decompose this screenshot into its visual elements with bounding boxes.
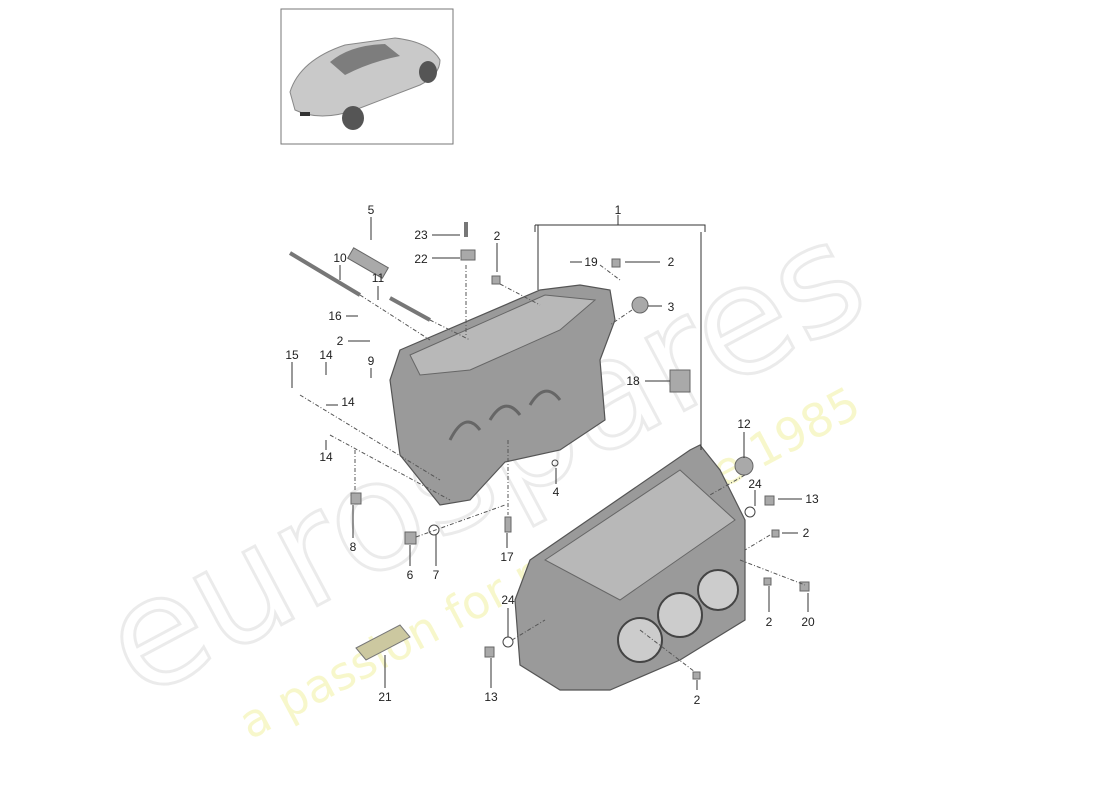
- callout-18[interactable]: 18: [626, 374, 640, 388]
- callout-16[interactable]: 16: [328, 309, 342, 323]
- callout-2[interactable]: 2: [337, 334, 344, 348]
- callout-24[interactable]: 24: [501, 593, 515, 607]
- callout-9[interactable]: 9: [368, 354, 375, 368]
- callout-8[interactable]: 8: [350, 540, 357, 554]
- leader-lines: [291, 215, 809, 690]
- callout-labels: 1 2 2 3 5 23 22 19 10 11 16 2 9 14 15 14…: [285, 203, 819, 707]
- callout-2[interactable]: 2: [694, 693, 701, 707]
- callout-2[interactable]: 2: [803, 526, 810, 540]
- lower-crankcase: [514, 444, 746, 691]
- callout-19[interactable]: 19: [584, 255, 598, 269]
- callout-14[interactable]: 14: [319, 348, 333, 362]
- callout-1[interactable]: 1: [615, 203, 622, 217]
- callout-2[interactable]: 2: [766, 615, 773, 629]
- callout-14[interactable]: 14: [319, 450, 333, 464]
- callout-13[interactable]: 13: [805, 492, 819, 506]
- callout-20[interactable]: 20: [801, 615, 815, 629]
- callout-15[interactable]: 15: [285, 348, 299, 362]
- callout-14[interactable]: 14: [341, 395, 355, 409]
- callout-5[interactable]: 5: [368, 203, 375, 217]
- callout-12[interactable]: 12: [737, 417, 751, 431]
- guide-lines: [299, 264, 806, 673]
- callout-13[interactable]: 13: [484, 690, 498, 704]
- callout-6[interactable]: 6: [407, 568, 414, 582]
- callout-23[interactable]: 23: [414, 228, 428, 242]
- callout-17[interactable]: 17: [500, 550, 514, 564]
- callout-22[interactable]: 22: [414, 252, 428, 266]
- callout-10[interactable]: 10: [333, 251, 347, 265]
- callout-11[interactable]: 11: [372, 271, 385, 285]
- callout-21[interactable]: 21: [378, 690, 392, 704]
- callout-2[interactable]: 2: [668, 255, 675, 269]
- callout-7[interactable]: 7: [433, 568, 440, 582]
- callout-2[interactable]: 2: [494, 229, 501, 243]
- callout-4[interactable]: 4: [553, 485, 560, 499]
- small-parts: [288, 222, 810, 680]
- upper-crankcase: [389, 284, 616, 506]
- callout-3[interactable]: 3: [668, 300, 675, 314]
- callout-24[interactable]: 24: [748, 477, 762, 491]
- vehicle-thumbnail[interactable]: [280, 8, 454, 145]
